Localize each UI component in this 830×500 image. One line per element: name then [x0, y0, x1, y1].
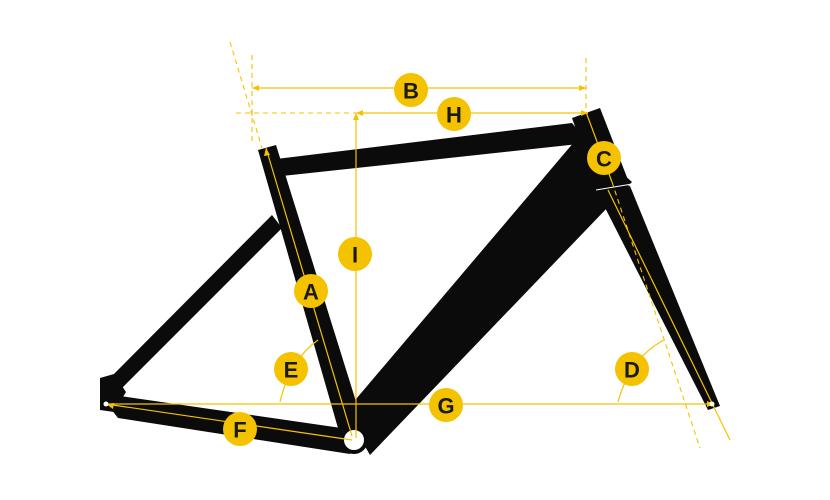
dimension-b-arrow-right	[579, 85, 586, 91]
label-c-badge: C	[587, 141, 621, 175]
dimension-h-arrow-left	[356, 110, 363, 116]
dimension-i-arrow-top	[353, 113, 359, 120]
label-c: C	[596, 147, 612, 172]
fork-centre-line	[607, 189, 731, 441]
bike-frame	[100, 108, 720, 455]
label-b-badge: B	[394, 73, 428, 107]
label-e-badge: E	[274, 352, 308, 386]
label-g: G	[437, 394, 454, 419]
head-tube-divider	[595, 183, 633, 191]
fork	[596, 186, 720, 410]
seat-stay	[106, 215, 282, 392]
label-d-badge: D	[615, 352, 649, 386]
label-f: F	[233, 418, 246, 443]
label-a-badge: A	[294, 274, 328, 308]
label-g-badge: G	[429, 388, 463, 422]
down-tube	[345, 135, 632, 455]
label-i: I	[352, 243, 358, 268]
top-tube	[268, 123, 588, 176]
seat-tube-extension	[229, 41, 263, 149]
dimension-h-arrow-right	[581, 110, 588, 116]
label-b: B	[403, 79, 419, 104]
label-a: A	[303, 280, 319, 305]
dimension-a-arrow-top	[264, 148, 270, 156]
label-i-badge: I	[338, 237, 372, 271]
dimension-b-arrow-left	[252, 85, 259, 91]
label-f-badge: F	[223, 412, 257, 446]
label-h: H	[446, 103, 462, 128]
head-tube-extension	[611, 181, 701, 449]
label-d: D	[624, 358, 640, 383]
label-e: E	[284, 358, 299, 383]
rear-axle-point	[103, 401, 109, 407]
bottom-bracket	[340, 426, 368, 454]
front-axle-point	[709, 401, 715, 407]
label-h-badge: H	[437, 97, 471, 131]
